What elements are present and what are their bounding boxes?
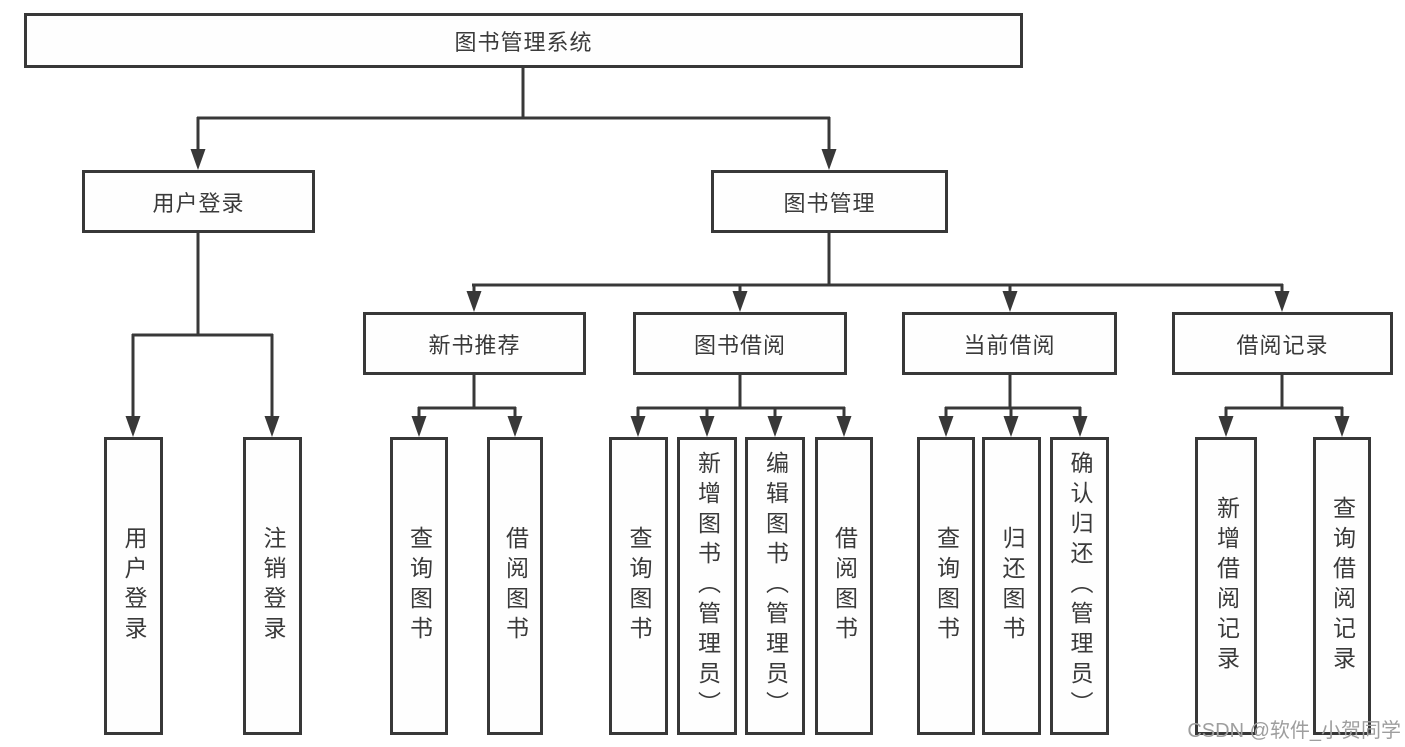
node-label: 用户登录: [152, 190, 245, 216]
arrowhead: [125, 416, 141, 437]
node-label: 借阅图书: [502, 526, 529, 646]
node-label: 查询图书: [406, 526, 433, 646]
arrowhead: [630, 416, 646, 437]
arrowhead: [699, 416, 715, 437]
arrowhead: [1072, 416, 1088, 437]
arrowhead: [507, 416, 523, 437]
connector-book-mgmt-children: [466, 231, 1290, 312]
node-leaf-logout: 注销登录: [243, 437, 302, 735]
arrowhead: [767, 416, 783, 437]
node-label: 查询借阅记录: [1329, 496, 1356, 676]
node-leaf-query-books-borrowing: 查询图书: [609, 437, 668, 735]
node-label: 查询图书: [933, 526, 960, 646]
arrowhead: [938, 416, 954, 437]
csdn-watermark: CSDN @软件_小贺同学: [1187, 720, 1401, 742]
node-leaf-borrow-books-recommend: 借阅图书: [487, 437, 543, 735]
arrowhead: [264, 416, 280, 437]
arrowhead: [411, 416, 427, 437]
node-user-login-branch: 用户登录: [82, 170, 315, 233]
connector-current-borrow-children: [938, 373, 1088, 437]
connector-user-login-children: [125, 231, 280, 437]
node-leaf-edit-books-admin: 编辑图书（管理员）: [745, 437, 805, 735]
arrowhead: [190, 149, 206, 170]
node-label: 归还图书: [999, 526, 1025, 646]
connector-root-to-level2: [190, 66, 837, 170]
node-label: 新书推荐: [428, 332, 521, 358]
node-borrowing-records: 借阅记录: [1172, 312, 1393, 375]
node-label: 图书管理: [783, 190, 876, 216]
node-book-borrowing: 图书借阅: [633, 312, 847, 375]
node-leaf-add-books-admin: 新增图书（管理员）: [677, 437, 737, 735]
arrowhead: [821, 149, 837, 170]
node-leaf-query-borrow-record: 查询借阅记录: [1313, 437, 1371, 735]
node-label: 借阅图书: [831, 526, 858, 646]
node-label: 用户登录: [121, 526, 147, 646]
arrowhead: [836, 416, 852, 437]
node-label: 新增借阅记录: [1213, 496, 1240, 676]
node-leaf-confirm-return-admin: 确认归还（管理员）: [1050, 437, 1109, 735]
node-label: 新增图书（管理员）: [694, 451, 721, 721]
connector-new-book-children: [411, 373, 523, 437]
node-current-borrowing: 当前借阅: [902, 312, 1117, 375]
node-label: 图书借阅: [693, 332, 786, 358]
node-label: 编辑图书（管理员）: [762, 451, 789, 721]
node-leaf-user-login: 用户登录: [104, 437, 163, 735]
arrowhead: [1218, 416, 1234, 437]
node-root-library-system: 图书管理系统: [24, 13, 1023, 68]
node-leaf-return-books: 归还图书: [982, 437, 1041, 735]
arrowhead: [1334, 416, 1350, 437]
node-label: 当前借阅: [963, 332, 1056, 358]
node-label: 注销登录: [260, 526, 286, 646]
node-label: 查询图书: [626, 526, 652, 646]
node-label: 确认归还（管理员）: [1067, 451, 1093, 721]
connector-borrow-record-children: [1218, 373, 1350, 437]
node-label: 图书管理系统: [454, 29, 593, 55]
arrowhead: [1002, 291, 1018, 312]
node-leaf-query-books-current: 查询图书: [917, 437, 975, 735]
node-book-management-branch: 图书管理: [711, 170, 948, 233]
arrowhead: [466, 291, 482, 312]
node-leaf-query-books-recommend: 查询图书: [390, 437, 448, 735]
node-label: 借阅记录: [1236, 332, 1329, 358]
node-new-book-recommend: 新书推荐: [363, 312, 586, 375]
arrowhead: [1274, 291, 1290, 312]
node-leaf-borrow-books: 借阅图书: [815, 437, 873, 735]
node-leaf-add-borrow-record: 新增借阅记录: [1195, 437, 1257, 735]
arrowhead: [1003, 416, 1019, 437]
connector-book-borrow-children: [630, 373, 852, 437]
arrowhead: [732, 291, 748, 312]
